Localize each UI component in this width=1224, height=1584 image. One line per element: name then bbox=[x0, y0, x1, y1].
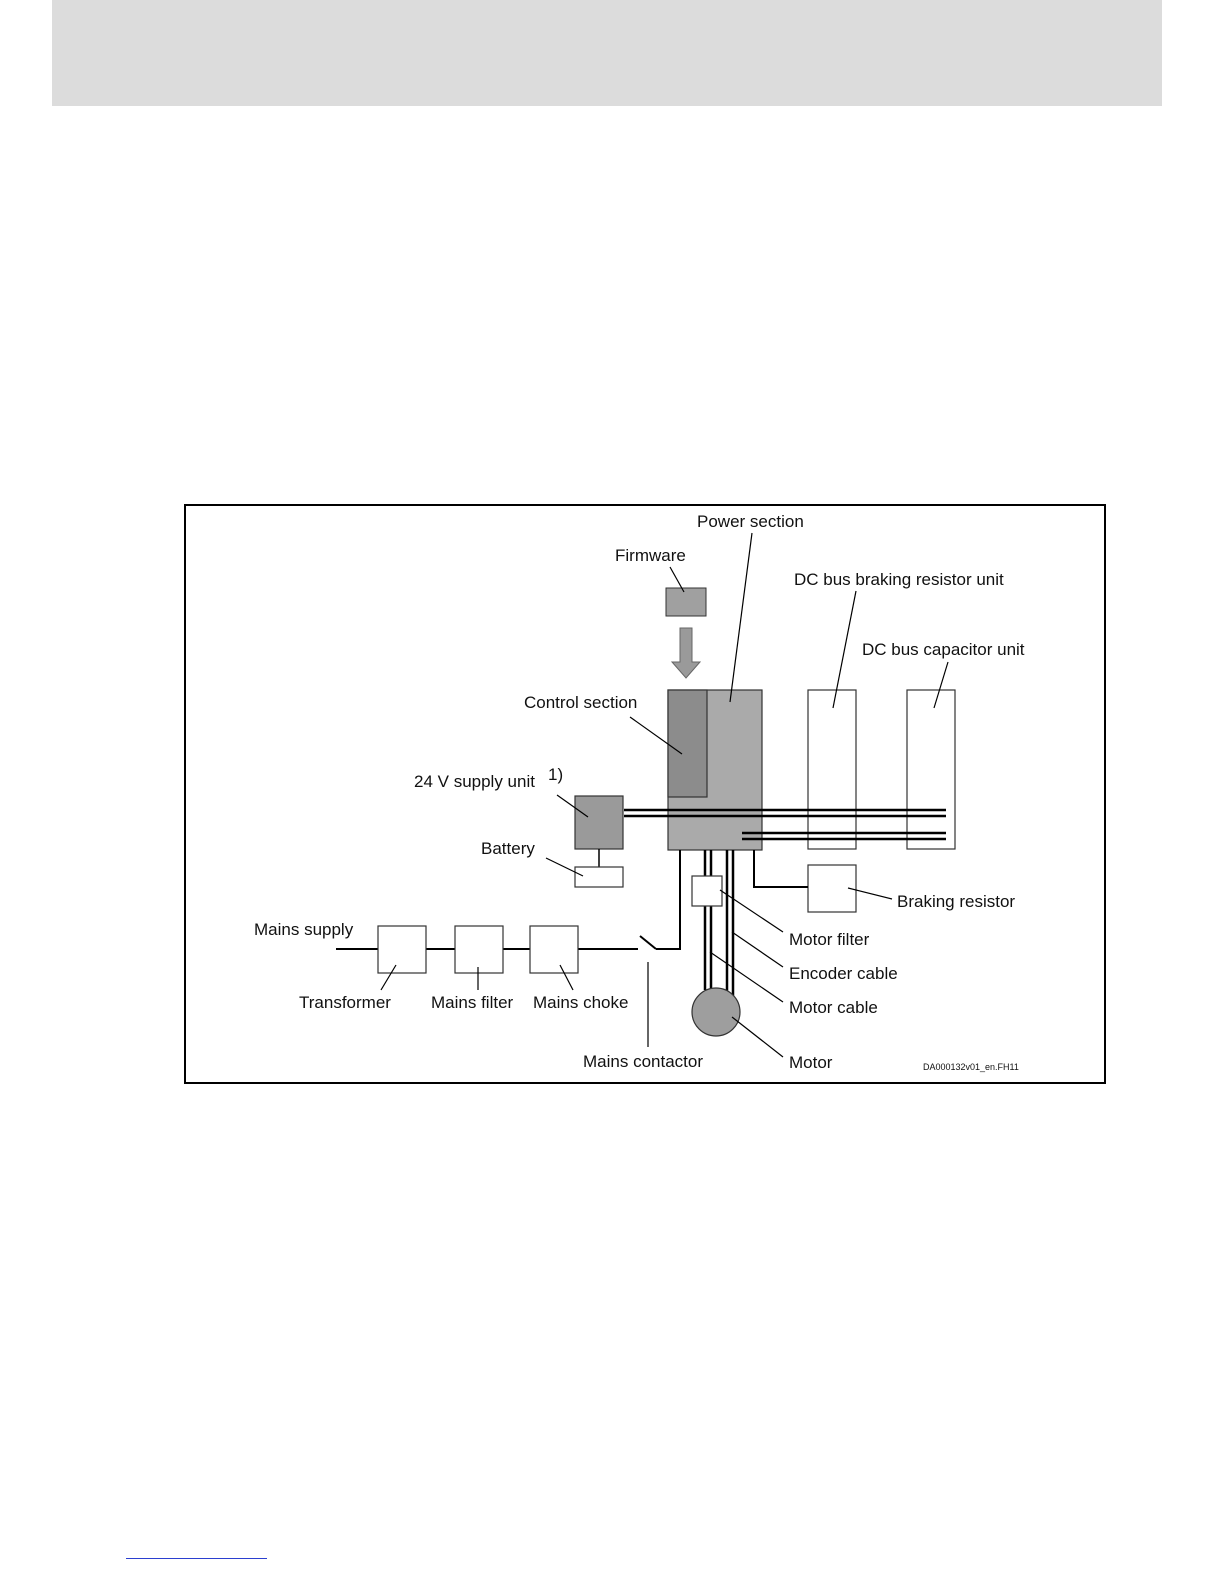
label-mains-filter: Mains filter bbox=[431, 993, 514, 1012]
label-motor-cable: Motor cable bbox=[789, 998, 878, 1017]
label-transformer: Transformer bbox=[299, 993, 391, 1012]
label-mains-contactor: Mains contactor bbox=[583, 1052, 703, 1071]
label-braking-resistor: Braking resistor bbox=[897, 892, 1015, 911]
label-motor-filter: Motor filter bbox=[789, 930, 870, 949]
firmware-block bbox=[666, 588, 706, 616]
footer-link-rule bbox=[126, 1558, 267, 1559]
mains-filter-block bbox=[455, 926, 503, 973]
label-footnote-marker: 1) bbox=[548, 765, 563, 784]
figure-id-label: DA000132v01_en.FH11 bbox=[923, 1062, 1019, 1072]
label-dc-bus-braking-resistor-unit: DC bus braking resistor unit bbox=[794, 570, 1004, 589]
motor-filter-block bbox=[692, 876, 722, 906]
label-24v-supply-unit: 24 V supply unit bbox=[414, 772, 535, 791]
firmware-download-arrow bbox=[672, 628, 700, 678]
system-diagram-figure: Power section Firmware DC bus braking re… bbox=[184, 504, 1106, 1084]
transformer-block bbox=[378, 926, 426, 973]
mains-contactor-switch bbox=[640, 850, 680, 949]
supply-unit-24v-block bbox=[575, 796, 623, 849]
motor-cable bbox=[705, 850, 711, 990]
label-battery: Battery bbox=[481, 839, 535, 858]
battery-block bbox=[575, 867, 623, 887]
label-control-section: Control section bbox=[524, 693, 637, 712]
label-motor: Motor bbox=[789, 1053, 833, 1072]
label-firmware: Firmware bbox=[615, 546, 686, 565]
label-power-section: Power section bbox=[697, 512, 804, 531]
system-diagram-svg: Power section Firmware DC bus braking re… bbox=[184, 504, 1108, 1086]
control-section-block bbox=[668, 690, 707, 797]
encoder-cable bbox=[727, 850, 733, 1010]
motor-symbol bbox=[692, 988, 740, 1036]
label-mains-choke: Mains choke bbox=[533, 993, 628, 1012]
mains-choke-block bbox=[530, 926, 578, 973]
label-encoder-cable: Encoder cable bbox=[789, 964, 898, 983]
page-header-bar bbox=[52, 0, 1162, 106]
dc-bus-capacitor-unit-block bbox=[907, 690, 955, 849]
dc-bus-braking-resistor-unit-block bbox=[808, 690, 856, 849]
label-mains-supply: Mains supply bbox=[254, 920, 354, 939]
label-dc-bus-capacitor-unit: DC bus capacitor unit bbox=[862, 640, 1025, 659]
